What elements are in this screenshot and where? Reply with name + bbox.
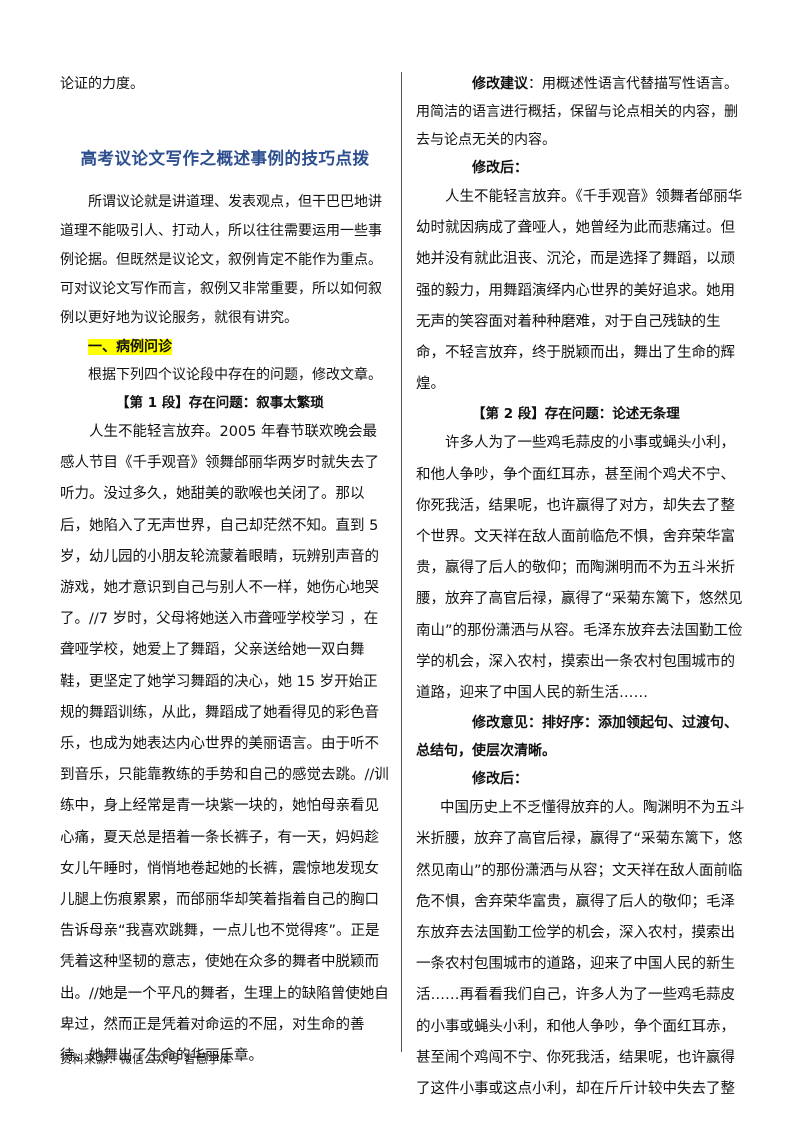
segment1-paragraph: 人生不能轻言放弃。2005 年春节联欢晚会最感人节目《千手观音》领舞邰丽华两岁时… [60, 424, 389, 1065]
column-divider [401, 72, 402, 1052]
revised2-paragraph: 中国历史上不乏懂得放弃的人。陶渊明不为五斗米折腰，放弃了高官后禄，赢得了“采菊东… [416, 800, 745, 1098]
article-title: 高考议论文写作之概述事例的技巧点拨 [80, 149, 370, 168]
intro-tail: 论证的力度。 [60, 76, 144, 92]
suggestion-text: ：用概述性语言代替描写性语言。用简洁的语言进行概括，保留与论点相关的内容，删去与… [416, 76, 738, 148]
left-column: 论证的力度。 高考议论文写作之概述事例的技巧点拨 所谓议论就是讲道理、发表观点，… [60, 70, 390, 1072]
segment2-heading: 【第 2 段】存在问题：论述无条理 [472, 406, 680, 423]
right-column: 修改建议：用概述性语言代替描写性语言。用简洁的语言进行概括，保留与论点相关的内容… [416, 70, 746, 1105]
segment2-paragraph: 许多人为了一些鸡毛蒜皮的小事或蝇头小利，和他人争吵，争个面红耳赤，甚至闹个鸡犬不… [416, 435, 743, 702]
opinion-paragraph: 修改意见：排好序：添加领起句、过渡句、总结句，使层次清晰。 [416, 715, 738, 760]
revised2-label: 修改后： [472, 771, 528, 788]
revised1-label: 修改后： [472, 160, 528, 176]
suggestion-paragraph: 修改建议：用概述性语言代替描写性语言。用简洁的语言进行概括，保留与论点相关的内容… [416, 70, 746, 154]
instruction-text: 根据下列四个议论段中存在的问题，修改文章。 [88, 367, 382, 383]
section1-heading: 一、病例问诊 [60, 333, 390, 361]
segment1-heading: 【第 1 段】存在问题：叙事太繁琐 [116, 395, 324, 411]
suggestion-label: 修改建议 [472, 76, 528, 92]
page-footer: 资料来源：微信公众号 智慧学库 [60, 1052, 232, 1066]
revised1-paragraph: 人生不能轻言放弃。《千手观音》领舞者邰丽华幼时就因病成了聋哑人，她曾经为此而悲痛… [416, 189, 743, 393]
section1-heading-text: 一、病例问诊 [88, 339, 172, 355]
intro-paragraph: 所谓议论就是讲道理、发表观点，但干巴巴地讲道理不能吸引人、打动人，所以往往需要运… [60, 194, 382, 326]
